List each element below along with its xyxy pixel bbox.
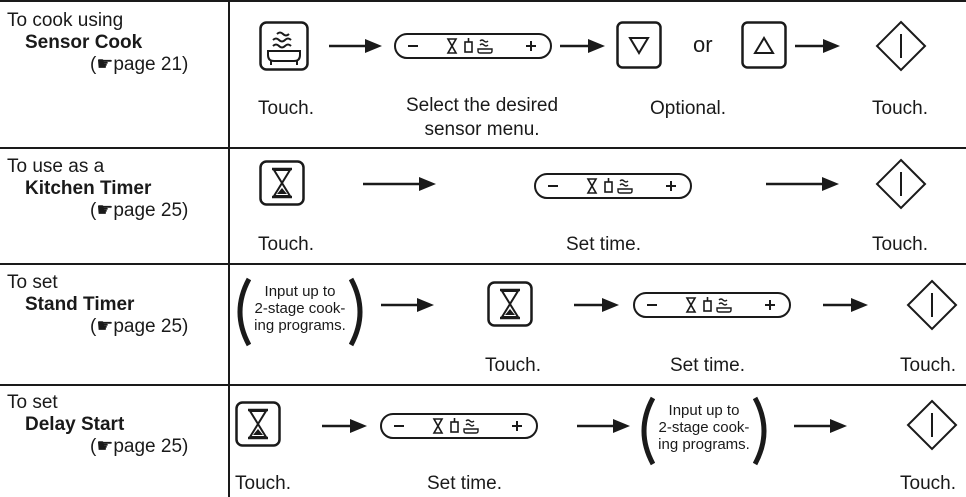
table-border-top: [0, 0, 966, 2]
paren-right-icon: [753, 396, 767, 466]
row-label-sensor-cook: To cook using Sensor Cook (☛page 21): [7, 10, 188, 76]
caption-select-line1: Select the desired: [405, 95, 559, 116]
arrow-right-icon: [577, 419, 630, 433]
timer-button-icon[interactable]: [259, 160, 305, 206]
caption-touch: Touch.: [485, 355, 541, 376]
input-note: Input up to 2-stage cook- ing programs.: [639, 396, 771, 466]
paren-left-icon: [641, 396, 655, 466]
arrow-right-icon: [794, 419, 847, 433]
sensor-cook-icon[interactable]: [259, 21, 309, 71]
caption-touch: Touch.: [900, 355, 956, 376]
caption-set-time: Set time.: [670, 355, 745, 376]
or-text: or: [693, 32, 713, 57]
caption-set-time: Set time.: [427, 473, 502, 494]
row-divider-3: [0, 384, 966, 386]
row-divider-2: [0, 263, 966, 265]
input-note: Input up to 2-stage cook- ing programs.: [235, 277, 367, 347]
caption-touch: Touch.: [872, 98, 928, 119]
label-line1: To set: [7, 272, 58, 293]
input-note-line1: Input up to: [264, 283, 336, 300]
label-line1: To set: [7, 392, 58, 413]
arrow-right-icon: [381, 298, 434, 312]
label-ref: (☛page 25): [90, 316, 189, 337]
timer-button-icon[interactable]: [487, 281, 533, 327]
input-note-text: Input up to 2-stage cook- ing programs.: [653, 402, 755, 453]
input-note-text: Input up to 2-stage cook- ing programs.: [249, 283, 351, 334]
caption-select-line2: sensor menu.: [424, 119, 540, 140]
input-note-line2: 2-stage cook-: [254, 300, 346, 317]
label-line1: To cook using: [7, 10, 124, 31]
arrow-right-icon: [322, 419, 367, 433]
caption-set-time: Set time.: [566, 234, 641, 255]
label-ref: (☛page 25): [90, 436, 189, 457]
row-label-stand-timer: To set Stand Timer (☛page 25): [7, 272, 188, 338]
up-arrow-button-icon[interactable]: [741, 21, 787, 69]
start-button-icon[interactable]: [906, 399, 958, 451]
timer-button-icon[interactable]: [235, 401, 281, 447]
input-note-line3: ing programs.: [254, 317, 346, 334]
label-ref: (☛page 21): [90, 54, 189, 75]
arrow-right-icon: [560, 39, 605, 53]
dial-pad-icon[interactable]: [394, 33, 552, 59]
arrow-right-icon: [795, 39, 840, 53]
input-note-line3: ing programs.: [658, 436, 750, 453]
label-ref: (☛page 25): [90, 200, 189, 221]
start-button-icon[interactable]: [875, 20, 927, 72]
table-divider-column: [228, 0, 230, 497]
dial-pad-icon[interactable]: [380, 413, 538, 439]
row-label-kitchen-timer: To use as a Kitchen Timer (☛page 25): [7, 156, 188, 222]
label-line2: Sensor Cook: [25, 32, 143, 53]
arrow-right-icon: [574, 298, 619, 312]
caption-optional: Optional.: [650, 98, 727, 119]
arrow-right-icon: [823, 298, 868, 312]
input-note-line2: 2-stage cook-: [658, 419, 750, 436]
caption-touch: Touch.: [900, 473, 956, 494]
arrow-right-icon: [363, 177, 436, 191]
input-note-line1: Input up to: [668, 402, 740, 419]
down-arrow-button-icon[interactable]: [616, 21, 662, 69]
caption-touch: Touch.: [872, 234, 928, 255]
row-divider-1: [0, 147, 966, 149]
label-line1: To use as a: [7, 156, 105, 177]
start-button-icon[interactable]: [906, 279, 958, 331]
paren-right-icon: [349, 277, 363, 347]
caption-touch: Touch.: [258, 98, 314, 119]
dial-pad-icon[interactable]: [534, 173, 692, 199]
caption-touch: Touch.: [235, 473, 291, 494]
start-button-icon[interactable]: [875, 158, 927, 210]
label-line2: Stand Timer: [25, 294, 135, 315]
paren-left-icon: [237, 277, 251, 347]
caption-touch: Touch.: [258, 234, 314, 255]
label-line2: Delay Start: [25, 414, 125, 435]
caption-select: Select the desired sensor menu.: [382, 95, 582, 141]
dial-pad-icon[interactable]: [633, 292, 791, 318]
row-label-delay-start: To set Delay Start (☛page 25): [7, 392, 188, 458]
arrow-right-icon: [329, 39, 382, 53]
arrow-right-icon: [766, 177, 839, 191]
label-line2: Kitchen Timer: [25, 178, 152, 199]
